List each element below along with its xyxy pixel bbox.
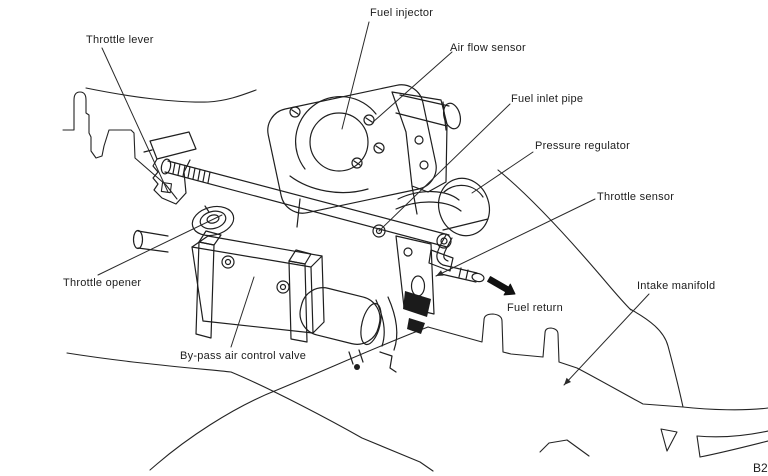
leader-bypass-valve <box>230 276 255 348</box>
bypass-air-control-valve-body <box>191 230 382 370</box>
page-code: B2 <box>753 461 768 475</box>
label-intake-manifold: Intake manifold <box>637 280 716 292</box>
leader-fuel-inlet-pipe <box>378 103 511 232</box>
label-pressure-regulator: Pressure regulator <box>535 140 630 152</box>
label-throttle-lever: Throttle lever <box>86 34 154 46</box>
label-fuel-return: Fuel return <box>507 302 563 314</box>
label-throttle-sensor: Throttle sensor <box>597 191 675 203</box>
fuel-inlet-fitting <box>372 224 386 238</box>
arrowhead-throttle-sensor <box>436 270 444 276</box>
fuel-return-arrow <box>487 276 516 296</box>
mounting-bracket <box>391 91 462 193</box>
arrowhead-intake-manifold <box>564 377 571 385</box>
leader-air-flow-sensor <box>372 51 453 123</box>
throttle-body-assembly <box>132 84 491 373</box>
air-flow-sensor-flange <box>267 84 437 214</box>
leader-lines <box>97 21 650 386</box>
label-bypass-air-control-valve: By-pass air control valve <box>180 350 307 362</box>
leader-throttle-opener <box>97 214 223 276</box>
pressure-regulator-body <box>395 177 491 334</box>
leader-intake-manifold <box>563 293 650 386</box>
vacuum-pipe <box>132 229 169 253</box>
label-fuel-injector: Fuel injector <box>370 7 434 19</box>
label-throttle-opener: Throttle opener <box>63 277 142 289</box>
throttle-lever-mechanism <box>143 131 197 205</box>
drain-hose <box>375 296 398 373</box>
label-air-flow-sensor: Air flow sensor <box>450 42 526 54</box>
leader-throttle-sensor <box>435 198 596 277</box>
leader-pressure-regulator <box>471 151 534 194</box>
leader-throttle-lever <box>101 47 169 193</box>
label-fuel-inlet-pipe: Fuel inlet pipe <box>511 93 584 105</box>
throttle-opener-diaphragm <box>191 205 235 237</box>
engine-silhouette <box>62 87 768 472</box>
leader-fuel-injector <box>341 21 370 130</box>
